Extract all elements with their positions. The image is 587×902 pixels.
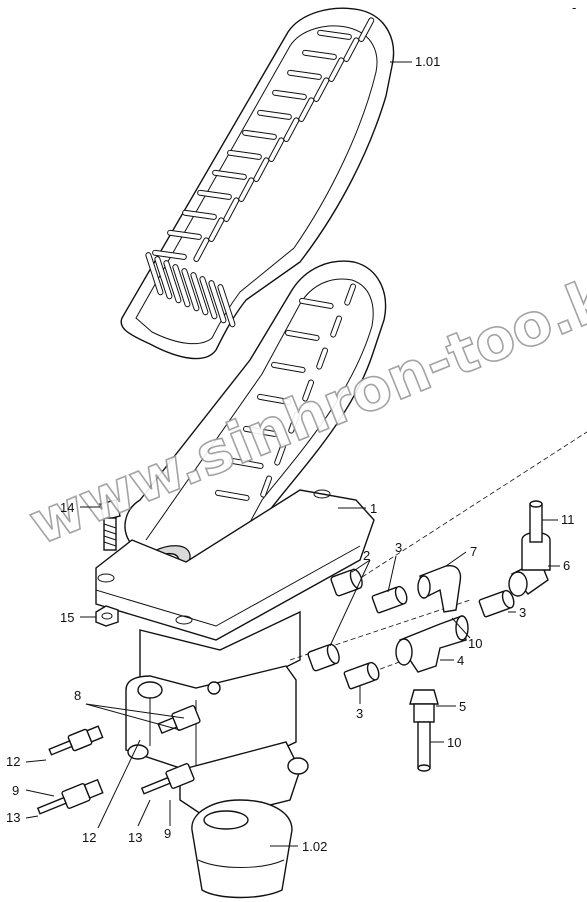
slot — [257, 393, 292, 405]
slot — [190, 272, 209, 316]
corner-mark: - — [572, 0, 576, 15]
slot — [283, 117, 300, 142]
slot — [215, 489, 250, 501]
callout-labels: 1.01 1 14 15 2 3 7 11 6 3 10 4 5 10 3 8 … — [6, 0, 576, 854]
slot — [302, 379, 315, 402]
slot — [172, 264, 191, 308]
slot — [285, 329, 320, 341]
callout-2: 2 — [363, 548, 370, 563]
slot — [212, 169, 247, 180]
slot — [217, 284, 236, 328]
slot — [193, 237, 210, 262]
slot — [316, 347, 329, 370]
callout-lines — [25, 61, 560, 847]
nut-15 — [95, 605, 119, 627]
slot — [253, 157, 270, 182]
callout-12-left: 12 — [6, 754, 20, 769]
callout-12-bottom: 12 — [82, 830, 96, 845]
callout-6: 6 — [563, 558, 570, 573]
slot — [313, 77, 330, 102]
slot — [163, 260, 182, 304]
callout-8: 8 — [74, 688, 81, 703]
callout-3-top: 3 — [395, 540, 402, 555]
slot — [274, 443, 287, 466]
slot — [302, 49, 337, 60]
callout-1-02: 1.02 — [302, 839, 327, 854]
slot — [328, 57, 345, 82]
slot — [154, 256, 173, 300]
slot — [227, 149, 262, 160]
callout-14: 14 — [60, 500, 74, 515]
slot — [208, 217, 225, 242]
slot — [208, 280, 227, 324]
callout-10-upper: 10 — [468, 636, 482, 651]
bolt-14 — [99, 499, 121, 551]
callout-11: 11 — [561, 512, 575, 527]
callout-5: 5 — [459, 699, 466, 714]
callout-9-bottom: 9 — [164, 826, 171, 841]
fittings-right — [289, 431, 587, 772]
callout-13-left: 13 — [6, 810, 20, 825]
slot — [260, 475, 273, 498]
callout-4: 4 — [457, 653, 464, 668]
slot — [238, 177, 255, 202]
slot — [145, 252, 164, 296]
fittings-left — [36, 705, 201, 815]
callout-13-bottom: 13 — [128, 830, 142, 845]
chamber-1-02 — [191, 799, 293, 899]
slot — [344, 283, 357, 306]
callout-15: 15 — [60, 610, 74, 625]
slot — [243, 425, 278, 437]
slot — [152, 249, 187, 260]
slot — [223, 197, 240, 222]
slot — [268, 137, 285, 162]
slot — [199, 276, 218, 320]
slot — [288, 411, 301, 434]
slot — [298, 97, 315, 122]
slot — [272, 89, 307, 100]
slot — [257, 109, 292, 120]
slot — [330, 315, 343, 338]
slot — [358, 17, 375, 42]
slot — [197, 189, 232, 200]
valve-body — [95, 489, 375, 821]
callout-1: 1 — [370, 501, 377, 516]
slot — [343, 37, 360, 62]
callout-9-left: 9 — [12, 783, 19, 798]
slot — [317, 29, 352, 40]
slot — [229, 457, 264, 469]
slot — [181, 268, 200, 312]
pedal-pad-1-01 — [120, 7, 395, 360]
callout-10-lower: 10 — [447, 735, 461, 750]
slot — [287, 69, 322, 80]
slot — [182, 209, 217, 220]
callout-3-lower: 3 — [356, 706, 363, 721]
callout-3-right: 3 — [519, 605, 526, 620]
callout-1-01: 1.01 — [415, 54, 440, 69]
slot — [299, 297, 334, 309]
slot — [242, 129, 277, 140]
slot — [271, 361, 306, 373]
callout-7: 7 — [470, 544, 477, 559]
slot — [167, 229, 202, 240]
